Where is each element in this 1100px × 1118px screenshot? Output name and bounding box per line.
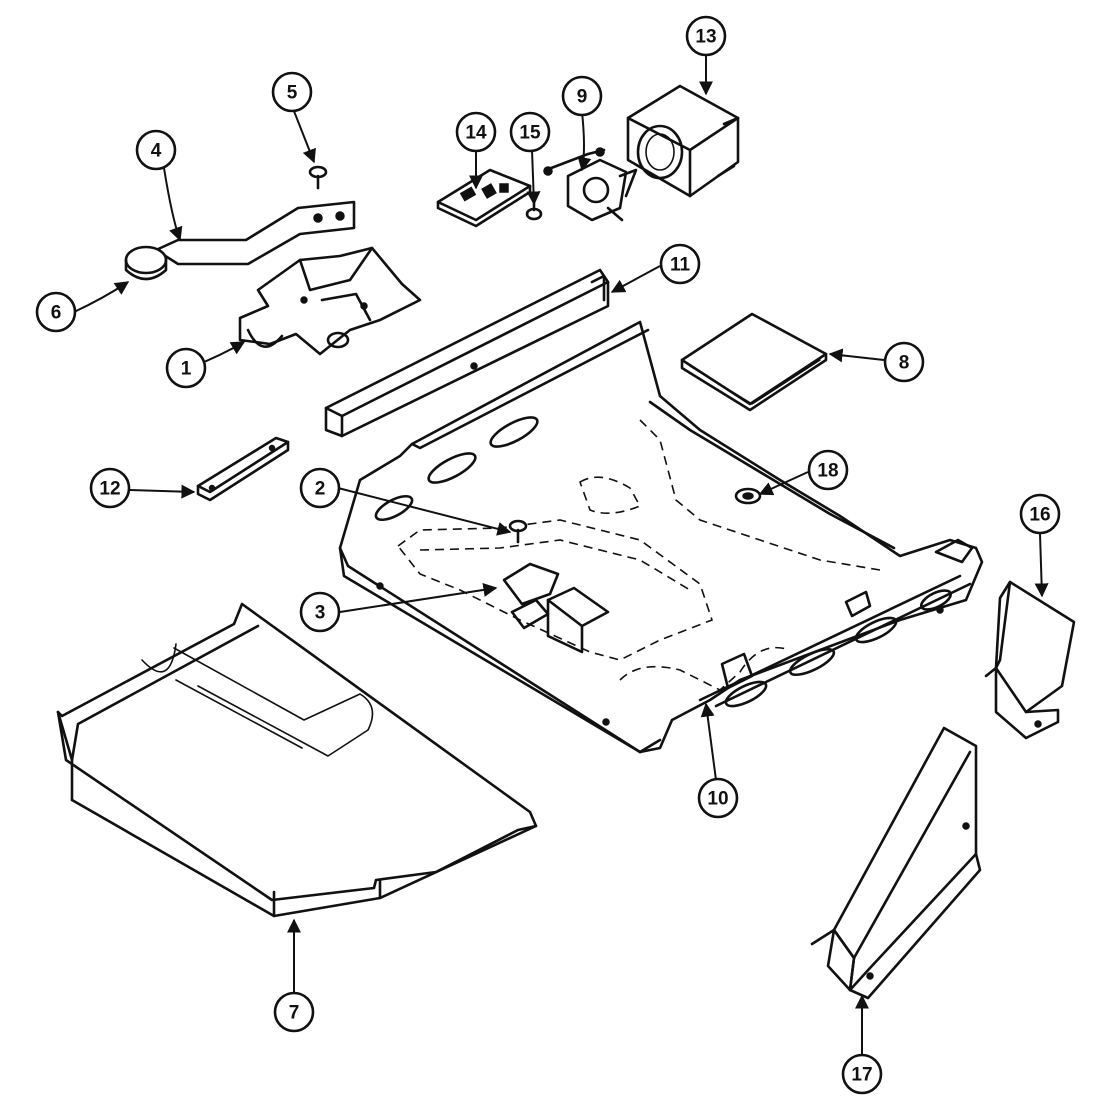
callout-1: 1 xyxy=(165,347,207,389)
callout-14: 14 xyxy=(455,111,497,153)
callout-3: 3 xyxy=(299,591,341,633)
callout-10: 10 xyxy=(697,777,739,819)
callout-label: 11 xyxy=(670,255,691,276)
part-5-screw xyxy=(308,165,328,190)
callout-label: 15 xyxy=(519,123,541,144)
leader-lines xyxy=(73,52,1049,1054)
callout-8: 8 xyxy=(883,341,925,383)
part-10-base-frame xyxy=(338,320,984,754)
callout-label: 8 xyxy=(899,353,910,374)
callout-label: 9 xyxy=(577,87,588,108)
callout-6: 6 xyxy=(35,291,77,333)
callout-label: 14 xyxy=(465,123,487,144)
part-16-cover-bracket xyxy=(984,580,1076,740)
callout-label: 1 xyxy=(181,359,192,380)
callout-label: 10 xyxy=(707,789,728,810)
part-9-valve-assembly xyxy=(543,147,638,222)
callout-label: 18 xyxy=(817,461,838,482)
part-12-bracket-strip xyxy=(196,436,290,502)
callout-17: 17 xyxy=(841,1053,883,1095)
callout-label: 6 xyxy=(51,303,62,324)
callout-18: 18 xyxy=(807,449,849,491)
part-6-knob-cap xyxy=(124,245,168,281)
callout-label: 12 xyxy=(99,479,120,500)
part-8-flat-panel xyxy=(680,312,828,412)
callout-16: 16 xyxy=(1019,493,1061,535)
callout-label: 3 xyxy=(315,603,326,624)
callout-15: 15 xyxy=(509,111,551,153)
part-3-switch xyxy=(502,562,560,630)
callout-label: 4 xyxy=(151,141,162,162)
callout-9: 9 xyxy=(561,75,603,117)
part-11-angle-rail xyxy=(324,268,610,438)
part-17-channel-bracket xyxy=(810,726,982,1000)
callout-7: 7 xyxy=(273,991,315,1033)
part-14-circuit-board xyxy=(436,168,532,228)
callout-5: 5 xyxy=(271,71,313,113)
callout-4: 4 xyxy=(135,129,177,171)
callout-label: 5 xyxy=(287,83,298,104)
callout-11: 11 xyxy=(659,243,701,285)
part-18-grommet xyxy=(734,487,762,505)
callout-2: 2 xyxy=(299,467,341,509)
part-7-bottom-tray xyxy=(56,602,538,918)
callout-label: 16 xyxy=(1029,505,1050,526)
callout-label: 13 xyxy=(695,27,716,48)
callout-13: 13 xyxy=(685,15,727,57)
callout-12: 12 xyxy=(89,467,131,509)
part-4-bracket-arm xyxy=(154,200,356,266)
part-13-transformer-box xyxy=(626,84,740,198)
callout-label: 17 xyxy=(851,1065,872,1086)
callout-label: 2 xyxy=(315,479,326,500)
callout-label: 7 xyxy=(289,1003,300,1024)
part-1-latch-mechanism xyxy=(238,246,422,356)
